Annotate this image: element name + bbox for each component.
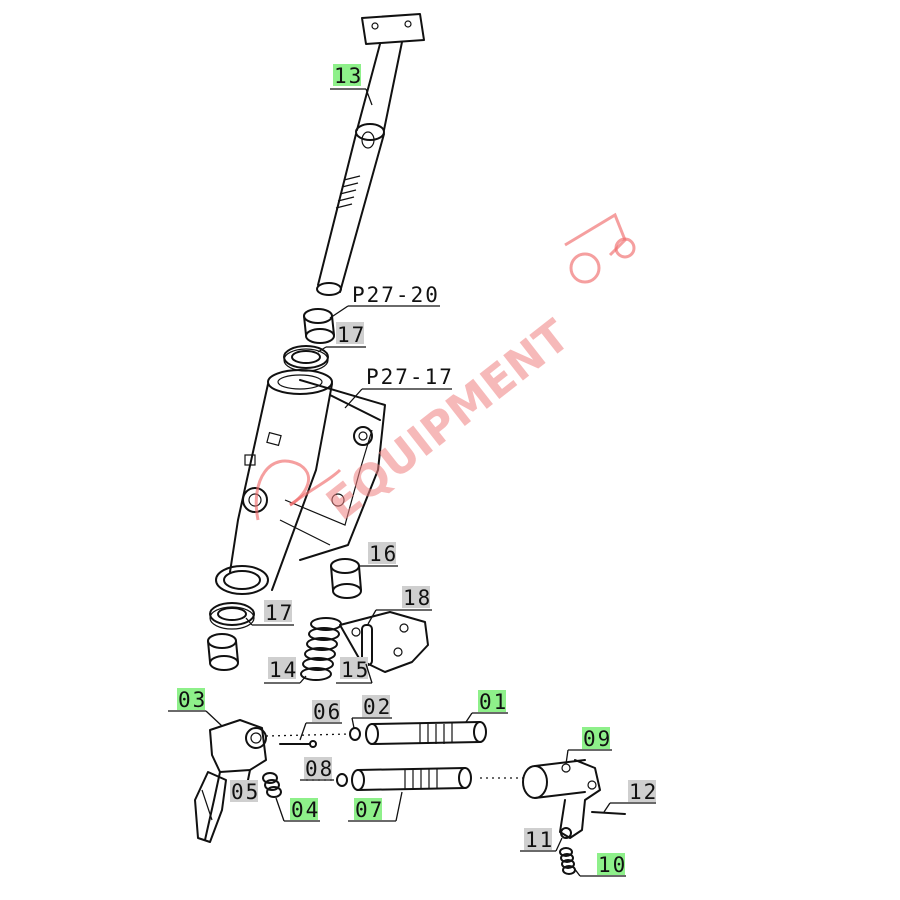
label-08: 08 [302, 757, 334, 781]
part-06-pin [279, 740, 317, 748]
label-13: 13 [330, 64, 373, 106]
svg-text:05: 05 [231, 780, 260, 804]
part-p27-17-housing [215, 369, 386, 595]
svg-text:16: 16 [369, 542, 398, 566]
label-14: 14 [264, 657, 307, 684]
part-17-seal-top [283, 345, 329, 372]
part-12-pin [591, 811, 626, 815]
svg-text:02: 02 [363, 695, 392, 719]
shaft-spline [335, 175, 361, 209]
label-05: 05 [230, 780, 260, 804]
part-10-spring [559, 847, 576, 875]
label-18: 18 [367, 586, 432, 625]
svg-text:P27-20: P27-20 [352, 283, 440, 307]
svg-text:11: 11 [525, 828, 554, 852]
svg-text:17: 17 [265, 601, 294, 625]
part-17-seal-bottom [209, 602, 255, 630]
label-06: 06 [299, 700, 342, 741]
label-04: 04 [275, 797, 320, 822]
svg-text:14: 14 [269, 658, 298, 682]
label-11: 11 [520, 828, 563, 852]
svg-text:07: 07 [355, 798, 384, 822]
part-16-bushing [330, 558, 362, 599]
label-07: 07 [348, 791, 403, 822]
part-13-steering-shaft [316, 13, 425, 296]
label-01: 01 [465, 690, 508, 723]
svg-text:08: 08 [305, 757, 334, 781]
svg-text:18: 18 [403, 586, 432, 610]
part-02-washer [349, 727, 361, 741]
label-p27-20: P27-20 [329, 283, 440, 319]
part-01-shaft [365, 721, 487, 745]
label-17-top: 17 [317, 322, 366, 353]
part-08-washer [336, 773, 348, 787]
svg-text:10: 10 [598, 853, 627, 877]
svg-text:12: 12 [629, 780, 658, 804]
label-p27-17: P27-17 [344, 365, 454, 409]
lower-bushing [207, 633, 239, 671]
svg-text:01: 01 [479, 690, 508, 714]
part-07-shaft [351, 767, 472, 791]
label-09: 09 [565, 727, 612, 765]
svg-text:09: 09 [583, 727, 612, 751]
svg-text:03: 03 [178, 688, 207, 712]
part-p27-20-bushing [303, 308, 335, 344]
part-14-spring [300, 617, 342, 681]
svg-text:06: 06 [313, 700, 342, 724]
svg-text:13: 13 [334, 64, 363, 88]
label-03: 03 [168, 688, 223, 727]
svg-text:15: 15 [341, 658, 370, 682]
part-05-lever [194, 771, 227, 843]
watermark-script-letters [254, 459, 342, 521]
label-12: 12 [603, 780, 658, 813]
part-09-arm [522, 759, 601, 839]
label-02: 02 [351, 695, 392, 729]
svg-text:17: 17 [337, 323, 366, 347]
label-17-bottom: 17 [245, 600, 294, 626]
label-10: 10 [573, 853, 627, 877]
label-15: 15 [336, 657, 373, 684]
tractor-icon [564, 212, 636, 284]
svg-text:04: 04 [291, 798, 320, 822]
svg-text:P27-17: P27-17 [366, 365, 454, 389]
part-04-spring [262, 772, 282, 798]
label-16: 16 [360, 542, 398, 567]
part-11-ball [560, 827, 572, 839]
